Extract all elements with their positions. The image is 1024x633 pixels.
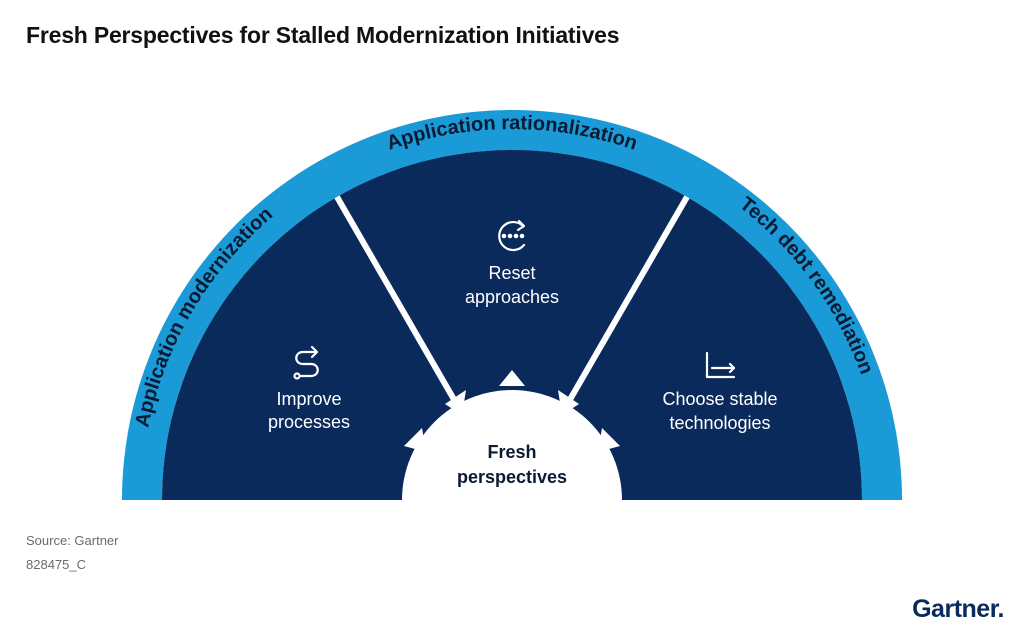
segment-label-choose-stable-line2: technologies xyxy=(669,413,770,433)
logo-dot: . xyxy=(997,595,1005,623)
segment-label-improve-processes-line2: processes xyxy=(268,412,350,432)
outer-ring xyxy=(122,110,902,500)
page-title: Fresh Perspectives for Stalled Moderniza… xyxy=(26,22,620,48)
reset-cycle-icon xyxy=(498,219,526,252)
center-hub xyxy=(402,370,622,500)
segment-wedge-reset-approaches xyxy=(337,150,687,501)
stable-trend-icon xyxy=(705,351,736,379)
segment-wedge-improve-processes xyxy=(162,196,512,500)
source-note: Source: Gartner xyxy=(26,533,119,548)
center-label-line1: Fresh xyxy=(487,442,536,462)
document-id: 828475_C xyxy=(26,557,86,572)
route-arrow-icon xyxy=(293,345,319,380)
segment-label-reset-approaches-line2: approaches xyxy=(465,287,559,307)
segment-label-improve-processes-line1: Improve xyxy=(276,389,341,409)
segment-wedge-choose-stable-technologies xyxy=(512,196,862,500)
logo-text: Gartner xyxy=(912,595,998,623)
center-label-line2: perspectives xyxy=(457,467,567,487)
segment-label-reset-approaches-line1: Reset xyxy=(488,263,535,283)
segment-label-choose-stable-line1: Choose stable xyxy=(662,389,777,409)
gartner-logo: Gartner. xyxy=(912,595,1004,624)
